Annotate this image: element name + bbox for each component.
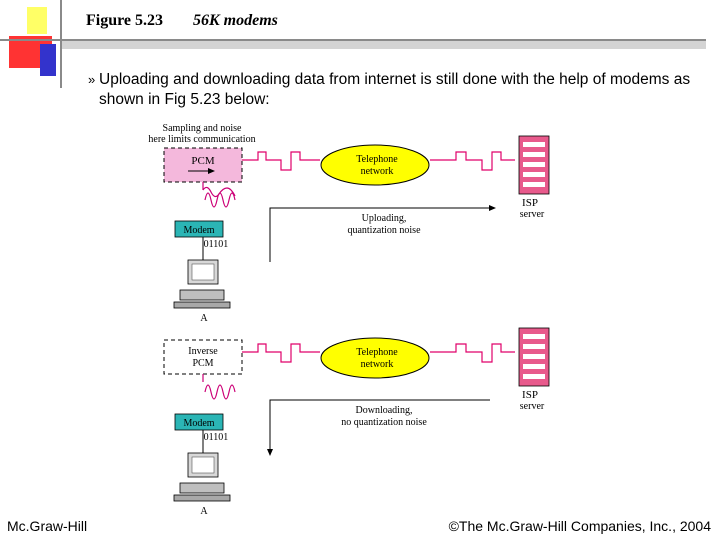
modem-box <box>174 220 224 238</box>
telephone-network-2 <box>320 337 430 379</box>
isp-server-2 <box>518 327 550 387</box>
modem2-label: Modem <box>183 418 214 429</box>
computer-label: A <box>200 313 208 324</box>
upload-direction-line2: quantization noise <box>347 225 421 236</box>
upload-direction-arrow <box>269 205 496 262</box>
accent-blue-square <box>40 44 56 76</box>
upload-direction-line1: Uploading, <box>362 213 407 224</box>
footer-publisher: Mc.Graw-Hill <box>7 518 88 534</box>
accent-horizontal-line <box>0 39 706 41</box>
isp-sub-label: server <box>520 209 545 220</box>
download-panel: Inverse PCM Telephone network ISP server… <box>163 327 550 517</box>
accent-yellow-square <box>27 7 47 34</box>
isp-server <box>518 135 550 195</box>
upload-panel: Sampling and noise here limits communica… <box>148 123 550 324</box>
pcm-label: PCM <box>191 155 214 167</box>
analog-signal-wave <box>204 192 236 208</box>
network-label-line1: Telephone <box>356 154 398 165</box>
computer-icon <box>173 259 231 309</box>
noise-note-line2: here limits communication <box>148 134 255 145</box>
bullet-item: » Uploading and downloading data from in… <box>88 70 708 110</box>
isp2-sub-label: server <box>520 401 545 412</box>
download-direction-line1: Downloading, <box>356 405 413 416</box>
bits2-label: 01101 <box>204 432 229 443</box>
modem-label: Modem <box>183 225 214 236</box>
inverse-pcm-line2: PCM <box>192 358 213 369</box>
network2-label-line1: Telephone <box>356 347 398 358</box>
digital-signal-right <box>430 151 515 171</box>
modem-box-2 <box>174 413 224 431</box>
bullet-text: Uploading and downloading data from inte… <box>99 71 691 108</box>
bits-label: 01101 <box>204 239 229 250</box>
noise-note-line1: Sampling and noise <box>163 123 242 134</box>
footer-copyright: ©The Mc.Graw-Hill Companies, Inc., 2004 <box>448 518 711 534</box>
inverse-pcm-box <box>163 339 243 375</box>
page-title: Figure 5.23 56K modems <box>86 12 278 30</box>
download-direction-line2: no quantization noise <box>341 417 427 428</box>
computer2-label: A <box>200 506 208 517</box>
digital-signal-left <box>242 151 320 171</box>
bullet-marker: » <box>88 72 96 87</box>
network2-label-line2: network <box>361 359 394 370</box>
figure-number: Figure 5.23 <box>86 12 164 29</box>
download-direction-arrow <box>267 399 490 456</box>
telephone-network <box>320 144 430 186</box>
isp-label: ISP <box>522 197 538 209</box>
network-label-line2: network <box>361 166 394 177</box>
pcm-box <box>163 147 243 183</box>
accent-vertical-line <box>60 0 62 88</box>
analog-signal-2 <box>202 374 236 400</box>
computer-icon-2 <box>173 452 231 502</box>
digital-signal-right-2 <box>430 343 515 363</box>
digital-signal-left-2 <box>242 343 320 363</box>
accent-gray-bar <box>62 41 706 49</box>
figure-title: 56K modems <box>193 12 278 29</box>
inverse-pcm-line1: Inverse <box>188 346 218 357</box>
isp2-label: ISP <box>522 389 538 401</box>
